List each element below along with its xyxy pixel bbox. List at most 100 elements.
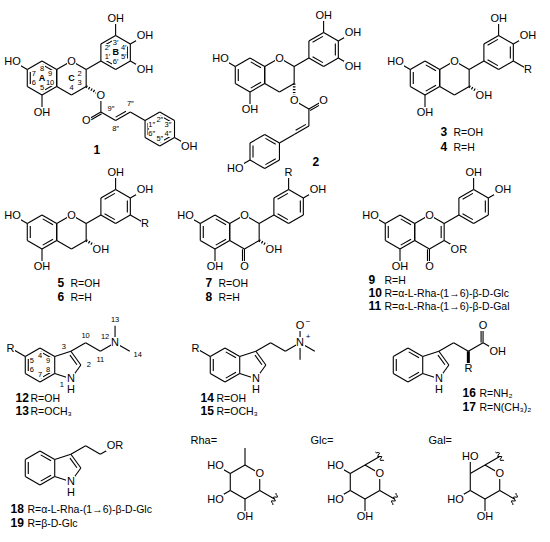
bond-line — [410, 61, 425, 70]
bond-line — [444, 224, 445, 241]
atom-label: OH — [236, 511, 254, 522]
bond-line — [239, 357, 240, 374]
bond-line — [71, 454, 81, 468]
compound-number: 18 — [10, 503, 24, 515]
bond-line — [454, 343, 469, 352]
bond-line — [444, 215, 459, 224]
wavy-bond — [375, 452, 384, 461]
atom-label: OH — [519, 30, 537, 41]
atom-label: OH — [476, 511, 494, 522]
substituent-definition: R=N(CH₃)₂ — [479, 402, 532, 413]
compound-number: 3 — [440, 126, 448, 138]
compound-number: 11 — [368, 300, 382, 312]
bond-line — [485, 457, 500, 466]
atom-label: H — [66, 487, 75, 498]
atom-label: OH — [489, 346, 507, 357]
bond-line — [249, 143, 250, 160]
atom-label: H — [66, 384, 75, 395]
atom-label: N — [434, 373, 443, 384]
compound-number: 1 — [93, 144, 101, 156]
atom-label: O — [295, 320, 305, 331]
atom-label: OH — [206, 261, 224, 272]
bond-line — [251, 62, 261, 68]
bond-line — [429, 241, 444, 250]
bond-line — [54, 460, 55, 477]
atom-label: N — [66, 476, 75, 487]
bond-line — [440, 87, 455, 96]
bond-line — [265, 138, 275, 144]
bond-line — [415, 241, 430, 250]
bond-line — [278, 214, 288, 220]
locant-number: 2 — [77, 70, 82, 78]
bond-line — [25, 451, 40, 460]
substituent-definition: R=α-L-Rha-(1→6)-β-D-Glc — [384, 288, 509, 299]
bond-line — [55, 351, 71, 356]
bond-line — [100, 198, 101, 215]
bond-line — [279, 143, 280, 160]
atom-label: O — [425, 261, 435, 272]
bond-line — [324, 58, 339, 67]
atom-label: OH — [344, 27, 362, 38]
bond-line — [174, 121, 175, 138]
atom-label: HO — [447, 494, 465, 505]
bond-line — [439, 70, 440, 87]
ring-label: C — [68, 74, 76, 83]
locant-number: 4 — [37, 352, 42, 360]
bond-line — [409, 372, 419, 378]
atom-label: R — [6, 343, 15, 354]
bond-line — [256, 343, 271, 352]
bond-line — [488, 198, 489, 215]
bond-line — [313, 36, 323, 42]
atom-label: OH — [465, 167, 483, 178]
bond-line — [264, 67, 265, 84]
locant-number: 12 — [100, 333, 109, 341]
atom-label: OH — [490, 13, 508, 24]
atom-label: R — [464, 363, 473, 374]
bond-line — [238, 69, 239, 81]
bond-line — [105, 193, 115, 199]
bond-line — [71, 351, 81, 365]
bond-line — [130, 112, 145, 121]
locant-number: 14 — [133, 351, 142, 359]
bond-line — [70, 458, 77, 468]
bond-line — [413, 72, 414, 84]
atom-label: OH — [136, 30, 154, 41]
bond-line — [56, 70, 57, 87]
atom-label: HO — [4, 56, 22, 67]
bond-line — [116, 215, 131, 224]
bond-line — [513, 44, 514, 61]
atom-label: HO — [207, 460, 225, 471]
bond-line — [414, 224, 415, 241]
bond-line — [250, 160, 265, 169]
wavy-bond — [512, 493, 518, 505]
substituent-definition: R=OH — [453, 127, 483, 138]
locant-number: 13 — [110, 316, 119, 324]
atom-label: HO — [207, 494, 225, 505]
bond-line — [410, 87, 425, 96]
bond-line — [289, 190, 304, 199]
atom-label: O — [240, 210, 250, 221]
substituent-definition: R=α-L-Rha-(1→6)-β-D-Gal — [384, 301, 510, 312]
bond-line — [393, 357, 394, 374]
atom-label: OR — [106, 440, 124, 451]
bond-line — [240, 351, 256, 356]
bond-line — [481, 331, 482, 343]
compound-number: 13 — [15, 405, 29, 417]
locant-number: 6″ — [148, 130, 156, 138]
atom-label: OH — [33, 261, 51, 272]
wavy-bond — [272, 493, 278, 505]
bond-line — [116, 190, 131, 199]
bond-line — [289, 215, 304, 224]
atom-label: OH — [33, 107, 51, 118]
bond-line — [439, 70, 440, 87]
bond-line — [116, 112, 131, 121]
bond-line — [278, 193, 288, 199]
locant-number: 8 — [46, 366, 51, 374]
bond-line — [213, 359, 214, 371]
atom-label: OH — [241, 104, 259, 115]
atom-label: O — [67, 56, 77, 67]
bond-line — [296, 124, 306, 130]
locant-number: 9 — [48, 70, 53, 78]
locant-number: 6 — [29, 366, 34, 374]
